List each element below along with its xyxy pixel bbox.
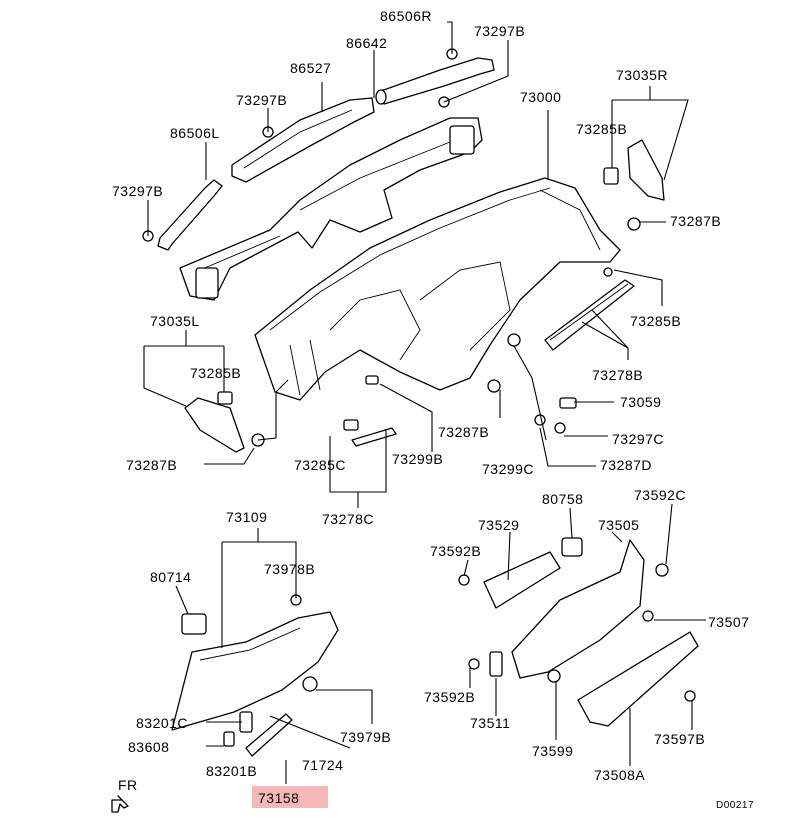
- label-86506l[interactable]: 86506L: [170, 125, 220, 141]
- duct-86506r: [375, 57, 495, 105]
- label-71724[interactable]: 71724: [302, 757, 343, 773]
- label-73297b-2[interactable]: 73297B: [236, 92, 287, 108]
- label-73592b-top[interactable]: 73592B: [430, 543, 481, 559]
- front-direction-indicator: FR: [111, 777, 138, 813]
- label-73285b-r2[interactable]: 73285B: [630, 313, 681, 329]
- lower-panel-73109: [171, 594, 339, 757]
- instrument-panel-73000: [254, 177, 621, 401]
- label-73287b-c[interactable]: 73287B: [438, 424, 489, 440]
- label-73299c[interactable]: 73299C: [482, 461, 534, 477]
- label-83201c[interactable]: 83201C: [136, 715, 188, 731]
- label-73287b-l[interactable]: 73287B: [126, 457, 177, 473]
- label-83608[interactable]: 83608: [128, 739, 169, 755]
- glove-box-73508a: [458, 537, 699, 727]
- drawing-code: D00217: [716, 800, 754, 811]
- label-73035l[interactable]: 73035L: [150, 313, 200, 329]
- label-73505[interactable]: 73505: [598, 517, 639, 533]
- label-73508a[interactable]: 73508A: [594, 767, 645, 783]
- trim-strip-73278c: [343, 419, 397, 447]
- label-80758[interactable]: 80758: [542, 491, 583, 507]
- label-86527[interactable]: 86527: [290, 60, 331, 76]
- label-73979b[interactable]: 73979B: [340, 729, 391, 745]
- label-73287b-r[interactable]: 73287B: [670, 213, 721, 229]
- label-73592c[interactable]: 73592C: [634, 487, 686, 503]
- trim-strip-73278b: [544, 279, 635, 351]
- duct-86506l: [157, 179, 223, 251]
- label-73285c[interactable]: 73285C: [294, 457, 346, 473]
- part-labels: 86506R 73297B 86642 86527 73035R 73000 7…: [112, 8, 749, 808]
- label-73529[interactable]: 73529: [478, 517, 519, 533]
- label-73285b-l[interactable]: 73285B: [190, 365, 241, 381]
- label-73597b[interactable]: 73597B: [654, 731, 705, 747]
- label-73297b-l[interactable]: 73297B: [112, 183, 163, 199]
- side-cover-73035r: [603, 139, 665, 201]
- label-73285b-r[interactable]: 73285B: [576, 121, 627, 137]
- label-83201b[interactable]: 83201B: [206, 763, 257, 779]
- label-73287d[interactable]: 73287D: [600, 457, 652, 473]
- highlight-73158: [252, 786, 328, 808]
- label-73297c[interactable]: 73297C: [612, 431, 664, 447]
- fr-label: FR: [118, 777, 138, 793]
- duct-86527: [231, 97, 375, 183]
- label-73297b-top[interactable]: 73297B: [474, 23, 525, 39]
- label-73278b[interactable]: 73278B: [592, 367, 643, 383]
- label-73978b[interactable]: 73978B: [264, 561, 315, 577]
- label-73278c[interactable]: 73278C: [322, 511, 374, 527]
- label-73059[interactable]: 73059: [620, 394, 661, 410]
- label-73109[interactable]: 73109: [226, 509, 267, 525]
- label-86506r[interactable]: 86506R: [380, 8, 432, 24]
- label-73592b-bot[interactable]: 73592B: [424, 689, 475, 705]
- label-86642[interactable]: 86642: [346, 35, 387, 51]
- label-73599[interactable]: 73599: [532, 743, 573, 759]
- label-73000[interactable]: 73000: [520, 89, 561, 105]
- label-73158[interactable]: 73158: [258, 790, 299, 806]
- leader-lines: [143, 21, 706, 784]
- label-73511[interactable]: 73511: [470, 715, 510, 731]
- label-80714[interactable]: 80714: [150, 569, 191, 585]
- duct-86642: [179, 117, 483, 301]
- label-73507[interactable]: 73507: [708, 614, 749, 630]
- label-73035r[interactable]: 73035R: [616, 67, 668, 83]
- side-cover-73035l: [184, 391, 245, 453]
- label-73299b[interactable]: 73299B: [392, 451, 443, 467]
- fr-arrow-icon: [111, 795, 129, 813]
